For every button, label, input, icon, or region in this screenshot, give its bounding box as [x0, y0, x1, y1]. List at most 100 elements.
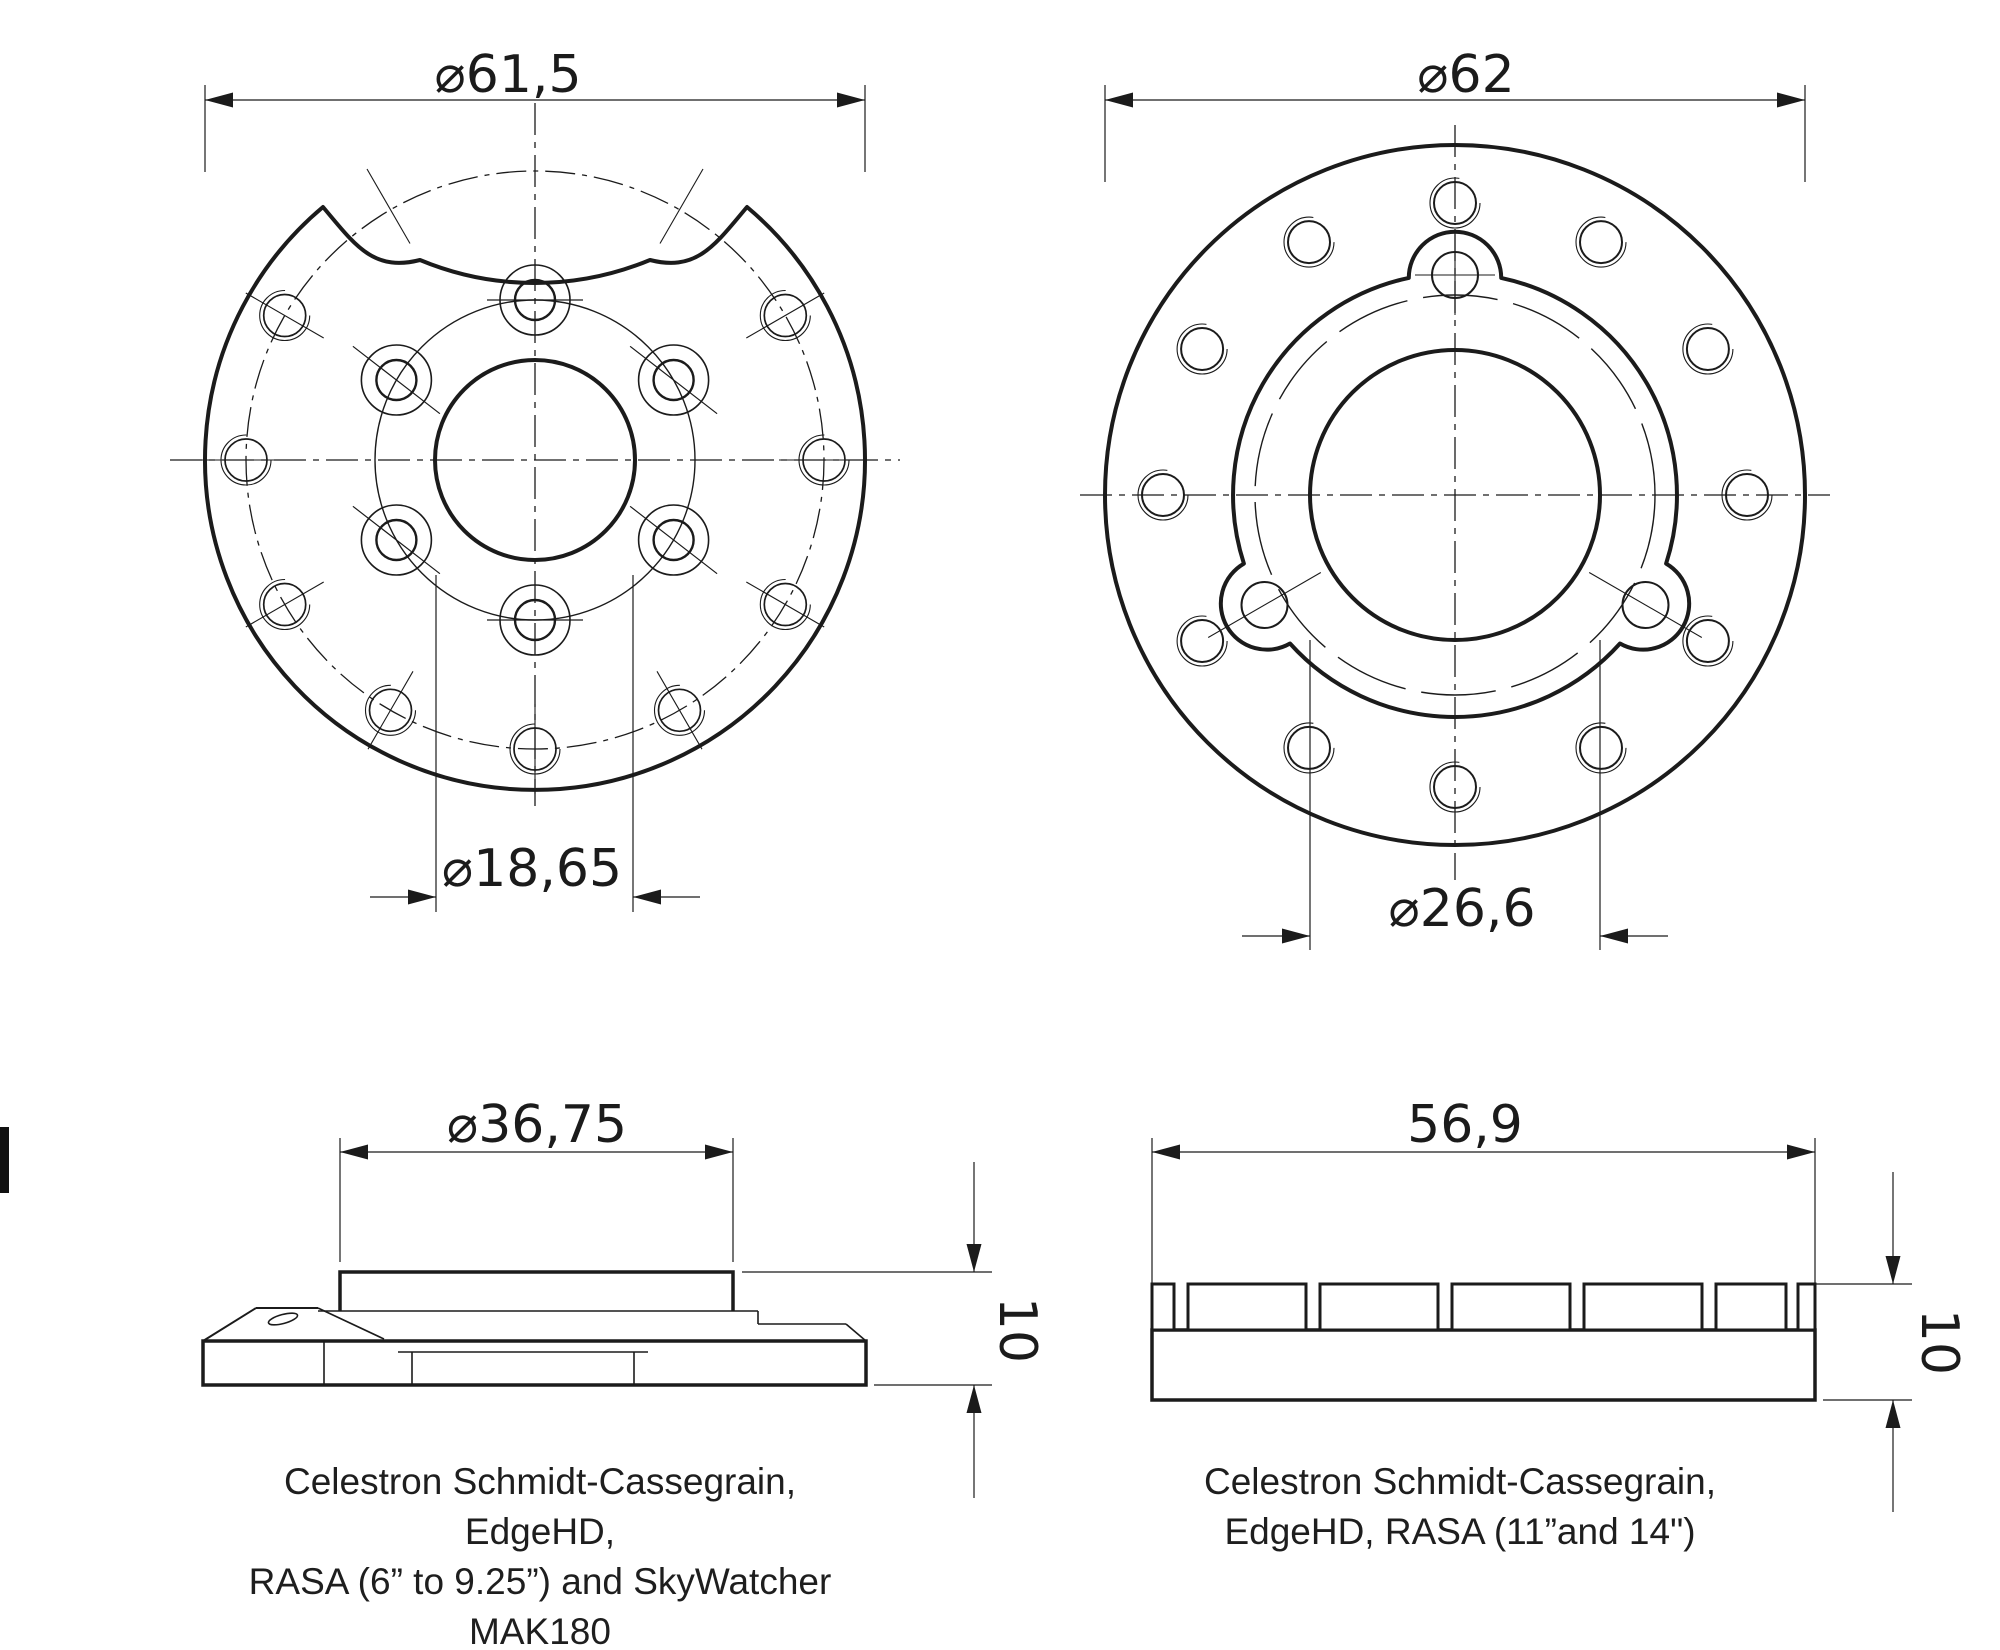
hole-ring: [364, 684, 417, 736]
hole-ring: [1429, 177, 1481, 229]
hole-ring: [1283, 722, 1335, 774]
hole-bore: [375, 518, 418, 562]
hole: [1141, 473, 1185, 517]
tab: [1186, 1282, 1308, 1332]
dim-thickness-large: 10: [1909, 1309, 1969, 1375]
dim-thickness-small: 10: [987, 1297, 1047, 1363]
side-view-large-dimensions: [1151, 1138, 1912, 1512]
hole-ring: [1137, 469, 1189, 521]
hole-ring: [1682, 615, 1734, 667]
facet-diagonal: [202, 1307, 257, 1342]
hole-centermark: [245, 292, 324, 339]
boss-outline: [1218, 229, 1692, 719]
hole-centermark: [352, 505, 441, 575]
side-view-small-dimensions: [339, 1138, 992, 1498]
hole: [1287, 220, 1331, 265]
hole-centermark: [746, 581, 825, 628]
peripheral-holes: [1137, 177, 1773, 813]
tab: [1582, 1282, 1704, 1332]
arrowhead: [966, 1385, 982, 1413]
hole-ring: [259, 289, 311, 342]
flange-outline: [1103, 143, 1807, 847]
tab: [1796, 1282, 1817, 1332]
page-edge-mark: [0, 1127, 9, 1193]
base-plate: [1150, 1328, 1817, 1402]
hole-centermark: [629, 505, 718, 575]
hole: [1240, 581, 1289, 629]
hole-ring: [759, 289, 811, 342]
lobe-holes: [1207, 235, 1703, 638]
cut-hole-centermark: [366, 168, 411, 244]
front-view-small: [170, 103, 900, 806]
front-view-small-dimensions: [204, 85, 866, 912]
arrowhead: [1885, 1256, 1901, 1284]
side-view-large: [1150, 1282, 1817, 1402]
hole: [1433, 765, 1477, 809]
angled-hole: [267, 1312, 299, 1326]
caption-line: MAK180: [469, 1611, 611, 1650]
hole-bore: [375, 358, 418, 402]
hole-centermark: [352, 345, 441, 415]
hole: [1287, 725, 1331, 770]
arrowhead: [1600, 928, 1628, 944]
outer-holes: [201, 289, 869, 794]
hole-ring: [1575, 216, 1627, 268]
flange-outline: [203, 205, 867, 792]
arrowhead: [1152, 1144, 1180, 1160]
hole-counterbore: [637, 344, 710, 416]
caption-small-adapter: Celestron Schmidt-Cassegrain, EdgeHD, RA…: [215, 1457, 865, 1650]
side-view-small: [201, 1270, 868, 1387]
arrowhead: [705, 1144, 733, 1160]
caption-line: Celestron Schmidt-Cassegrain,: [1203, 1461, 1717, 1502]
hole-centermark: [746, 292, 825, 339]
hole: [763, 293, 808, 338]
hole-centermark: [367, 671, 414, 750]
hole-ring: [653, 684, 706, 736]
hole-ring: [759, 578, 811, 631]
counterbore-holes: [352, 264, 718, 656]
hole-counterbore: [360, 344, 433, 416]
hole: [368, 688, 413, 733]
hole-ring: [1176, 615, 1228, 667]
tab: [1318, 1282, 1440, 1332]
arrowhead: [1777, 92, 1805, 108]
dim-boss-dia: ⌀36,75: [447, 1095, 627, 1155]
edge-chamfer: [845, 1323, 867, 1342]
hole-ring: [259, 578, 311, 631]
dim-overall-width: 56,9: [1407, 1095, 1523, 1155]
hole: [763, 582, 808, 627]
hole: [1685, 327, 1730, 371]
caption-line: EdgeHD, RASA (11”and 14"): [1224, 1511, 1696, 1552]
caption-line: Celestron Schmidt-Cassegrain, EdgeHD,: [283, 1461, 797, 1552]
hole: [1579, 725, 1623, 770]
arrowhead: [205, 92, 233, 108]
tab: [1714, 1282, 1788, 1332]
center-hole: [433, 358, 637, 562]
boss-profile: [338, 1270, 735, 1311]
arrowhead: [1885, 1400, 1901, 1428]
hole: [1725, 473, 1769, 517]
tab: [1450, 1282, 1572, 1332]
hole-ring: [1283, 216, 1335, 268]
hole-centermark: [656, 671, 703, 750]
dim-outer-dia-large: ⌀62: [1417, 45, 1514, 105]
hole: [657, 688, 702, 733]
front-view-large: [1080, 125, 1830, 880]
hole-ring: [1721, 469, 1773, 521]
hole: [1180, 619, 1225, 663]
arrowhead: [1105, 92, 1133, 108]
hole-ring: [1429, 761, 1481, 813]
hole-bore: [652, 358, 695, 402]
base-plate: [201, 1339, 868, 1387]
hole: [1685, 619, 1730, 663]
hole: [1579, 220, 1623, 265]
arrowhead: [1787, 1144, 1815, 1160]
arrowhead: [408, 889, 436, 905]
dim-outer-dia-small: ⌀61,5: [434, 45, 581, 105]
hole: [1433, 181, 1477, 225]
hole-ring: [1682, 323, 1734, 375]
hole-centermark: [629, 345, 718, 415]
hole-centermark: [1207, 572, 1322, 638]
